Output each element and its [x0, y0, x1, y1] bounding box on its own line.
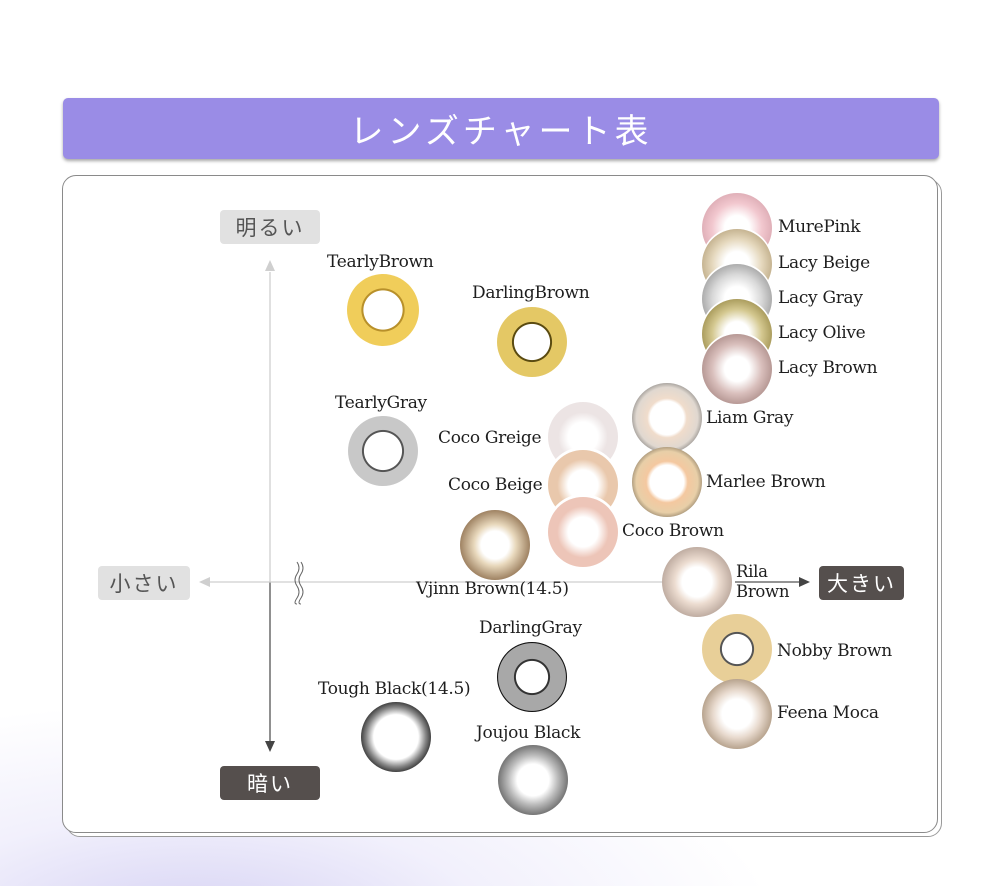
lens-darling-brown: [497, 307, 567, 377]
chart-panel: [62, 175, 938, 833]
axis-bright-label: 明るい: [220, 210, 320, 244]
lens-lacy-brown: [702, 334, 772, 404]
arrow-left-icon: [199, 577, 210, 587]
lens-label-liam-gray: Liam Gray: [706, 408, 794, 428]
lens-tearly-brown: [347, 274, 419, 346]
lens-label-nobby-brown: Nobby Brown: [777, 641, 892, 661]
lens-label-joujou-black: Joujou Black: [476, 723, 581, 743]
lens-label-rila-brown-line1: Rila: [736, 562, 768, 581]
arrow-up-icon: [265, 260, 275, 271]
lens-tearly-gray: [348, 416, 418, 486]
lens-rila-brown: [662, 547, 732, 617]
lens-label-darling-brown: DarlingBrown: [472, 283, 590, 303]
lens-tough-black: [361, 702, 431, 772]
arrow-down-icon: [265, 741, 275, 752]
title-banner: レンズチャート表: [63, 98, 939, 159]
lens-label-lacy-gray: Lacy Gray: [778, 288, 863, 308]
axis-dark-label: 暗い: [220, 766, 320, 800]
lens-label-lacy-olive: Lacy Olive: [778, 323, 866, 343]
lens-coco-brown: [548, 497, 618, 567]
lens-darling-gray: [497, 642, 567, 712]
lens-feena-moca: [702, 679, 772, 749]
lens-joujou-black: [498, 745, 568, 815]
lens-marlee-brown: [632, 447, 702, 517]
lens-label-rila-brown-line2: Brown: [736, 582, 790, 601]
lens-vjinn-brown: [460, 510, 530, 580]
lens-label-feena-moca: Feena Moca: [777, 703, 879, 723]
lens-nobby-brown: [702, 614, 772, 684]
lens-label-darling-gray: DarlingGray: [479, 618, 582, 638]
lens-label-vjinn-brown: Vjinn Brown(14.5): [416, 579, 569, 599]
lens-label-lacy-beige: Lacy Beige: [778, 253, 870, 273]
arrow-right-icon: [799, 577, 810, 587]
lens-label-coco-beige: Coco Beige: [448, 475, 543, 495]
lens-label-lacy-brown: Lacy Brown: [778, 358, 878, 378]
lens-liam-gray: [632, 383, 702, 453]
lens-label-tearly-brown: TearlyBrown: [327, 252, 434, 272]
axis-large-label: 大きい: [819, 566, 904, 600]
axis-small-label: 小さい: [98, 566, 190, 600]
lens-label-coco-greige: Coco Greige: [438, 428, 542, 448]
lens-label-marlee-brown: Marlee Brown: [706, 472, 826, 492]
lens-label-tough-black: Tough Black(14.5): [318, 679, 471, 699]
lens-label-tearly-gray: TearlyGray: [335, 393, 427, 413]
lens-label-mure-pink: MurePink: [778, 217, 861, 237]
lens-label-coco-brown: Coco Brown: [622, 521, 724, 541]
page-title: レンズチャート表: [349, 112, 653, 152]
